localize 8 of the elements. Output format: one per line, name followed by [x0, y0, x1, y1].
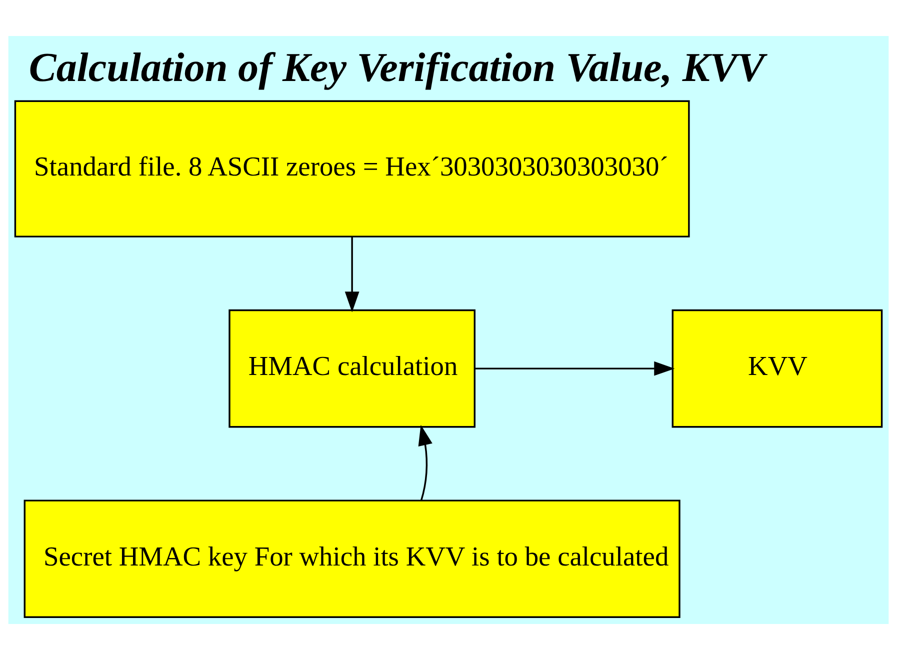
node-box: Secret HMAC key For which its KVV is to be calculated — [24, 500, 680, 618]
arrow — [418, 424, 432, 501]
node-box: HMAC calculation — [228, 309, 476, 428]
diagram-title: Calculation of Key Verification Value, KVV — [28, 44, 765, 90]
node-box: Standard file. 8 ASCII zeroes = Hex´3030303030303030´ — [14, 100, 690, 238]
arrow — [344, 237, 360, 312]
arrow — [474, 361, 675, 376]
node-box: KVV — [672, 309, 883, 428]
